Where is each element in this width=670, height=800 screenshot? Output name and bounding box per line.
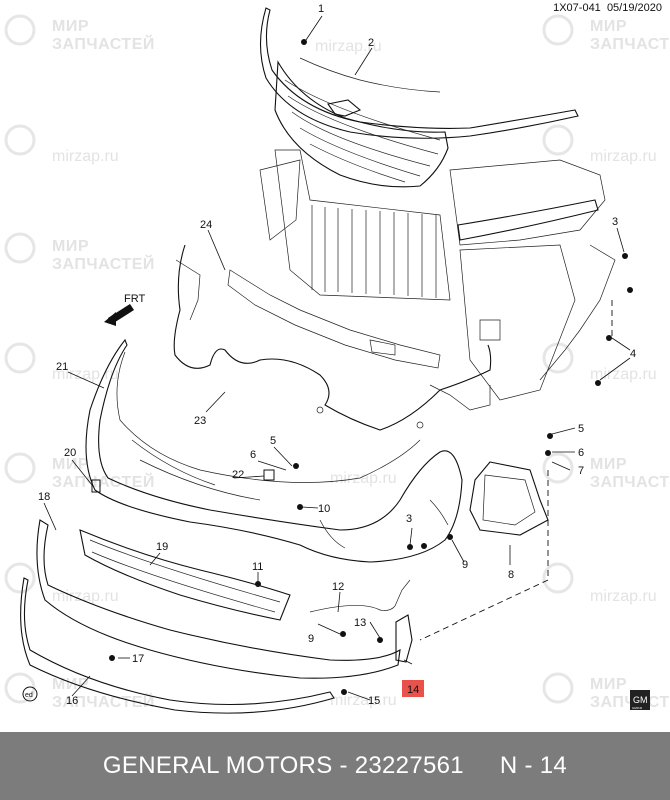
footer-title: GENERAL MOTORS - 23227561 bbox=[102, 752, 464, 779]
fog-lamp-bezel bbox=[469, 461, 549, 536]
callout-11: 11 bbox=[252, 561, 263, 573]
watermark-url: mirzap.ru bbox=[590, 588, 657, 605]
alignment-line bbox=[419, 470, 549, 641]
diagram-drawing: FRT bbox=[4, 3, 650, 714]
front-direction-indicator: FRT bbox=[104, 293, 145, 326]
callout-16: 16 bbox=[66, 695, 78, 707]
callout-labels: 1 2 3 3 4 4 5 5 6 6 7 8 9 9 10 11 12 13 … bbox=[38, 3, 636, 707]
watermark-url: mirzap.ru bbox=[52, 148, 119, 165]
watermark-url: mirzap.ru bbox=[590, 366, 657, 383]
callout-5: 5 bbox=[578, 423, 584, 435]
svg-text:GMICR: GMICR bbox=[632, 706, 643, 710]
watermark-url: mirzap.ru bbox=[315, 38, 382, 55]
callout-8: 8 bbox=[508, 569, 514, 581]
callout-9: 9 bbox=[308, 633, 314, 645]
watermark-symbols bbox=[4, 14, 574, 704]
radiator-support bbox=[259, 149, 616, 401]
callout-14-highlight bbox=[402, 680, 424, 697]
upper-grille bbox=[260, 7, 579, 188]
corner-mark: ed bbox=[22, 686, 38, 702]
diagram-code: 1X07-041 05/19/2020 bbox=[553, 2, 662, 14]
callout-10: 10 bbox=[318, 503, 330, 515]
fasteners bbox=[91, 39, 633, 695]
callout-23: 23 bbox=[194, 415, 206, 427]
svg-text:FRT: FRT bbox=[124, 293, 145, 305]
callout-6: 6 bbox=[578, 447, 584, 459]
callout-5: 5 bbox=[270, 435, 276, 447]
callout-22: 22 bbox=[232, 469, 244, 481]
watermark-url: mirzap.ru bbox=[330, 470, 397, 487]
svg-text:ed: ed bbox=[25, 692, 33, 699]
callout-7: 7 bbox=[578, 465, 584, 477]
footer-page: N - 14 bbox=[499, 752, 568, 779]
callout-6: 6 bbox=[250, 449, 256, 461]
wiring-harness-24 bbox=[227, 269, 441, 369]
watermark-url: mirzap.ru bbox=[330, 692, 397, 709]
lower-valance bbox=[20, 519, 401, 714]
callout-13: 13 bbox=[354, 617, 366, 629]
gm-logo: GM GMICR bbox=[630, 690, 650, 710]
callout-3: 3 bbox=[406, 513, 412, 525]
front-bumper-fascia bbox=[85, 338, 463, 563]
callout-1: 1 bbox=[318, 3, 324, 15]
callout-12: 12 bbox=[332, 581, 344, 593]
wiring-harness-23 bbox=[173, 244, 492, 431]
callout-9: 9 bbox=[462, 559, 468, 571]
callout-17: 17 bbox=[132, 653, 144, 665]
callout-18: 18 bbox=[38, 491, 50, 503]
watermark-url: mirzap.ru bbox=[590, 148, 657, 165]
callout-4: 4 bbox=[630, 348, 636, 360]
callout-2: 2 bbox=[368, 37, 374, 49]
watermark-url: mirzap.ru bbox=[52, 588, 119, 605]
callout-20: 20 bbox=[64, 447, 76, 459]
footer-bar: GENERAL MOTORS - 23227561 N - 14 bbox=[0, 732, 670, 800]
callout-15: 15 bbox=[368, 695, 380, 707]
callout-21: 21 bbox=[56, 361, 68, 373]
callout-3: 3 bbox=[612, 216, 618, 228]
callout-14: 14 bbox=[407, 684, 419, 696]
callout-24: 24 bbox=[200, 219, 212, 231]
leader-lines bbox=[43, 15, 631, 701]
callout-19: 19 bbox=[156, 541, 168, 553]
lower-grille bbox=[79, 529, 291, 621]
svg-text:GM: GM bbox=[633, 695, 648, 705]
